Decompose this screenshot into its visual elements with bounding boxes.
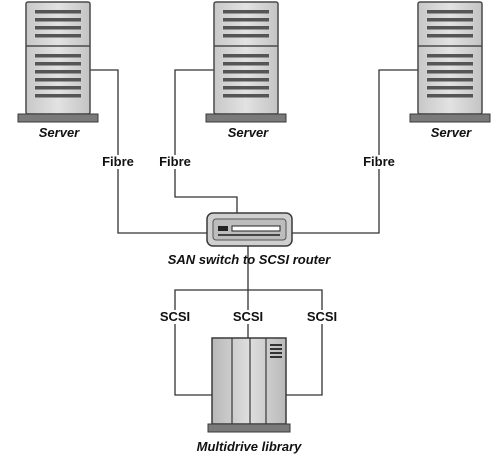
fibre-label-2: Fibre [157, 154, 193, 169]
san-switch [206, 212, 293, 247]
scsi-label-3: SCSI [304, 309, 340, 324]
fibre-link-1 [90, 69, 207, 234]
server-2 [205, 1, 287, 123]
fibre-label-1: Fibre [100, 154, 136, 169]
scsi-label-1: SCSI [157, 309, 193, 324]
scsi-link-3 [248, 289, 323, 396]
fibre-link-2 [174, 69, 238, 213]
switch-label: SAN switch to SCSI router [167, 252, 331, 267]
scsi-link-1 [174, 289, 248, 396]
server-3-label: Server [430, 125, 472, 140]
fibre-label-3: Fibre [361, 154, 397, 169]
fibre-link-3 [292, 69, 418, 234]
server-1-label: Server [38, 125, 80, 140]
multidrive-library [207, 337, 291, 433]
server-2-label: Server [227, 125, 269, 140]
scsi-label-2: SCSI [230, 309, 266, 324]
library-label: Multidrive library [196, 439, 302, 454]
server-1 [17, 1, 99, 123]
server-3 [409, 1, 491, 123]
